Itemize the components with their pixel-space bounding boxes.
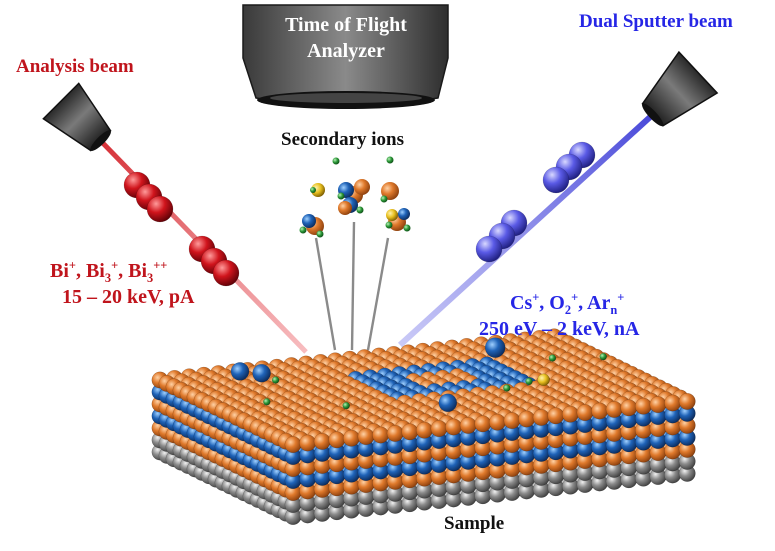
sputter-ion-1: Cs+ bbox=[510, 292, 539, 314]
surface-atom-green bbox=[272, 377, 279, 384]
tof-analyzer-label-line-1: Time of Flight bbox=[246, 12, 446, 38]
lattice-atom-orange bbox=[679, 393, 695, 409]
sputter-ion-2: O2+ bbox=[549, 292, 578, 314]
tof-analyzer-label: Time of Flight Analyzer bbox=[246, 12, 446, 64]
secondary-ion-trajectories bbox=[316, 222, 388, 350]
lattice-atom-orange bbox=[329, 432, 345, 448]
surface-atom-green bbox=[343, 402, 350, 409]
analysis-ion-sphere bbox=[147, 196, 173, 222]
lattice-atom-orange bbox=[577, 404, 593, 420]
lattice-atom-orange bbox=[621, 400, 637, 416]
sputter-beam-title: Dual Sputter beam bbox=[579, 11, 733, 33]
surface-atom-blue bbox=[231, 362, 249, 380]
lattice-atom-orange bbox=[460, 417, 476, 433]
lattice-atom-orange bbox=[548, 408, 564, 424]
secondary-ions-label: Secondary ions bbox=[281, 129, 404, 151]
lattice-atom-orange bbox=[591, 403, 607, 419]
analysis-ion-1: Bi+ bbox=[50, 260, 76, 282]
lattice-atom-orange bbox=[475, 416, 491, 432]
lattice-atom-orange bbox=[402, 424, 418, 440]
lattice-atom-orange bbox=[518, 411, 534, 427]
surface-atom-green bbox=[503, 385, 510, 392]
lattice-atom-orange bbox=[314, 433, 330, 449]
lattice-atom-orange bbox=[285, 436, 301, 452]
lattice-atom-orange bbox=[562, 406, 578, 422]
analysis-ion-sphere bbox=[213, 260, 239, 286]
lattice-atom-orange bbox=[533, 409, 549, 425]
lattice-atom-orange bbox=[431, 420, 447, 436]
analysis-ion-2: Bi3+ bbox=[86, 260, 118, 282]
sputter-beam-ions: Cs+, O2+, Arn+ bbox=[510, 290, 624, 318]
lattice-atom-orange bbox=[372, 427, 388, 443]
surface-atom-yellow bbox=[538, 374, 550, 386]
sample-label: Sample bbox=[444, 513, 504, 535]
surface-atom-green bbox=[600, 353, 607, 360]
lattice-atom-orange bbox=[445, 419, 461, 435]
analysis-beam-ions: Bi+, Bi3+, Bi3++ bbox=[50, 258, 167, 286]
analysis-beam-energy: 15 – 20 keV, pA bbox=[62, 286, 194, 309]
lattice-atom-orange bbox=[343, 430, 359, 446]
lattice-atom-orange bbox=[650, 396, 666, 412]
surface-atom-blue bbox=[253, 364, 271, 382]
sputter-ion-3: Arn+ bbox=[587, 292, 624, 314]
sputter-beam-energy: 250 eV – 2 keV, nA bbox=[479, 318, 639, 341]
sputter-beam-projectiles bbox=[476, 142, 595, 262]
surface-atom-green bbox=[263, 398, 270, 405]
lattice-atom-orange bbox=[504, 412, 520, 428]
lattice-atom-orange bbox=[299, 435, 315, 451]
lattice-atom-orange bbox=[606, 401, 622, 417]
tof-analyzer-label-line-2: Analyzer bbox=[246, 38, 446, 64]
sputter-ion-sphere bbox=[476, 236, 502, 262]
surface-atom-green bbox=[526, 378, 533, 385]
lattice-atom-orange bbox=[358, 428, 374, 444]
lattice-atom-orange bbox=[387, 425, 403, 441]
analysis-beam-title: Analysis beam bbox=[16, 56, 134, 78]
lattice-atom-orange bbox=[664, 395, 680, 411]
lattice-atom-orange bbox=[635, 398, 651, 414]
lattice-atom-orange bbox=[489, 414, 505, 430]
analysis-ion-3: Bi3++ bbox=[128, 260, 167, 282]
surface-atom-green bbox=[549, 355, 556, 362]
sample-lattice bbox=[152, 329, 696, 525]
surface-atom-blue bbox=[439, 394, 457, 412]
lattice-atom-orange bbox=[416, 422, 432, 438]
sputter-ion-sphere bbox=[543, 167, 569, 193]
